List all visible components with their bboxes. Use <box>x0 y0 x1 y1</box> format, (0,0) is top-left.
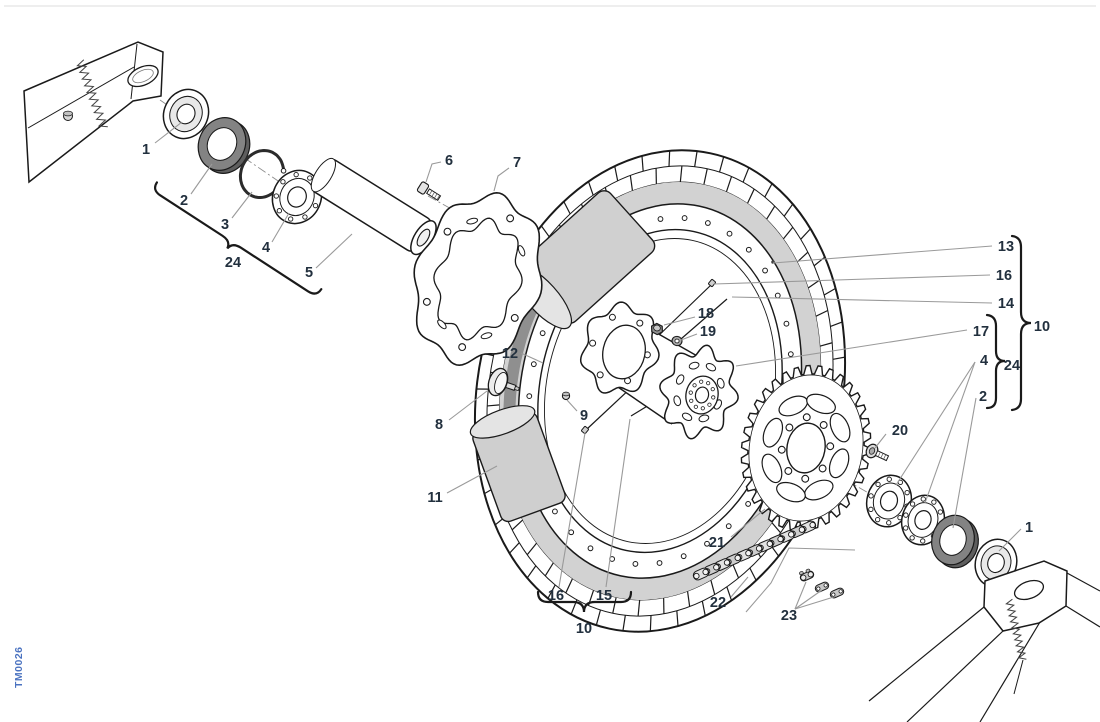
callout-18: 18 <box>698 306 714 322</box>
rim-small-parts <box>487 260 775 434</box>
callout-23: 23 <box>781 608 797 624</box>
master-link-23 <box>799 568 815 582</box>
callout-17: 17 <box>973 324 989 340</box>
callout-24-left: 24 <box>225 255 241 271</box>
master-link-23 <box>814 581 830 593</box>
mousse-11-bottom <box>469 405 566 523</box>
brace-24-right <box>985 313 1006 410</box>
callout-13: 13 <box>998 239 1014 255</box>
callout-21: 21 <box>709 535 725 551</box>
brake-disc-7 <box>413 191 543 367</box>
callout-16-right: 16 <box>996 268 1012 284</box>
callout-labels: 1 2 3 4 24 5 6 7 13 16 14 10 17 4 24 2 1… <box>142 142 1050 637</box>
master-link-23 <box>829 587 845 599</box>
callout-3: 3 <box>221 217 229 233</box>
callout-6: 6 <box>445 153 453 169</box>
callout-24-right: 24 <box>1004 358 1020 374</box>
callout-10-right: 10 <box>1034 319 1050 335</box>
swingarm-right <box>868 560 1100 722</box>
callout-15: 15 <box>596 588 612 604</box>
brace-10-bottom <box>536 590 633 613</box>
hub-and-spokes <box>579 283 739 440</box>
callout-14: 14 <box>998 296 1014 312</box>
callout-2-right: 2 <box>979 389 987 405</box>
callout-22: 22 <box>710 595 726 611</box>
axle-parts-left <box>162 88 442 256</box>
callout-1-right: 1 <box>1025 520 1033 536</box>
callout-8: 8 <box>435 417 443 433</box>
diagram-code: TM0026 <box>13 646 25 688</box>
sprocket-21 <box>740 364 890 532</box>
callout-10-bottom: 10 <box>576 621 592 637</box>
bearings-right <box>865 474 1018 588</box>
callout-2: 2 <box>180 193 188 209</box>
brace-10-right <box>1010 234 1032 412</box>
callout-5: 5 <box>305 265 313 281</box>
callout-19: 19 <box>700 324 716 340</box>
callout-12: 12 <box>502 346 518 362</box>
group-braces <box>154 181 1032 613</box>
leader-lines <box>154 121 1022 613</box>
rim-lock-8 <box>487 367 520 397</box>
callout-4: 4 <box>262 240 270 256</box>
brace-24-left <box>154 181 323 295</box>
callout-9: 9 <box>580 408 588 424</box>
callout-16-bottom: 16 <box>548 588 564 604</box>
swingarm-left <box>23 41 164 184</box>
callout-11: 11 <box>427 490 442 506</box>
callout-20: 20 <box>892 423 908 439</box>
callout-4-right: 4 <box>980 353 988 369</box>
callout-7: 7 <box>513 155 521 171</box>
chain-22-and-links <box>692 520 845 599</box>
callout-1: 1 <box>142 142 150 158</box>
